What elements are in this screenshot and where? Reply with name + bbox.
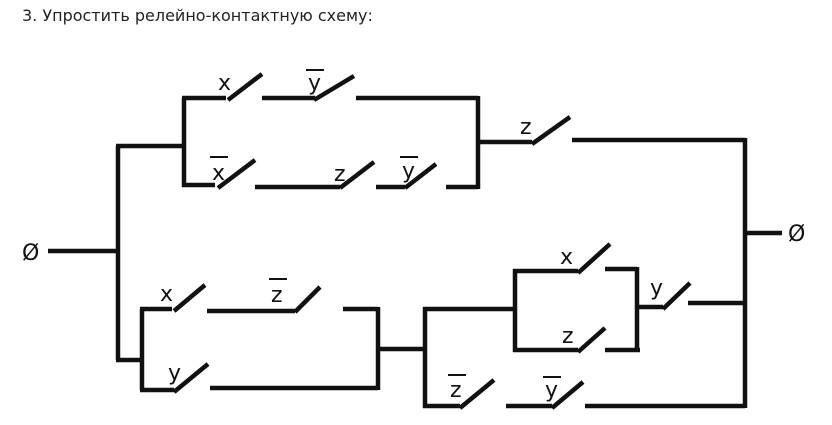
contact-xbar-mid: x	[210, 156, 228, 186]
contact-zbar-low: z	[269, 278, 287, 308]
contact-ybar-bottom: y	[543, 376, 561, 403]
contact-y-inner: y	[650, 276, 663, 301]
contact-label: z	[271, 283, 283, 308]
contact-label: y	[308, 71, 321, 96]
contact-label: z	[450, 378, 462, 403]
contact-zbar-bottom: z	[448, 374, 466, 403]
contact-x-low: x	[160, 282, 173, 307]
contact-y-low: y	[168, 361, 181, 386]
contact-z-mid: z	[334, 162, 346, 187]
contact-label: y	[402, 159, 415, 184]
terminal-left: Ø	[22, 241, 39, 266]
contact-x-top: x	[218, 71, 231, 96]
contact-label: x	[160, 282, 173, 307]
contact-z-right: z	[520, 115, 532, 140]
contact-ybar-mid: y	[400, 156, 418, 184]
contact-ybar-top: y	[306, 69, 324, 96]
contact-label: y	[545, 378, 558, 403]
contact-label: z	[334, 162, 346, 187]
scheme-wires	[48, 72, 782, 410]
contact-label: y	[650, 276, 663, 301]
contact-label: y	[168, 361, 181, 386]
contact-x-inner: x	[560, 245, 573, 270]
contact-label: x	[560, 245, 573, 270]
contact-label: x	[218, 71, 231, 96]
contact-label: z	[562, 324, 574, 349]
contact-z-inner: z	[562, 324, 574, 349]
contact-label: z	[520, 115, 532, 140]
terminal-right: Ø	[788, 222, 805, 247]
contact-label: x	[212, 161, 225, 186]
task-title: 3. Упростить релейно-контактную схему:	[22, 6, 373, 25]
